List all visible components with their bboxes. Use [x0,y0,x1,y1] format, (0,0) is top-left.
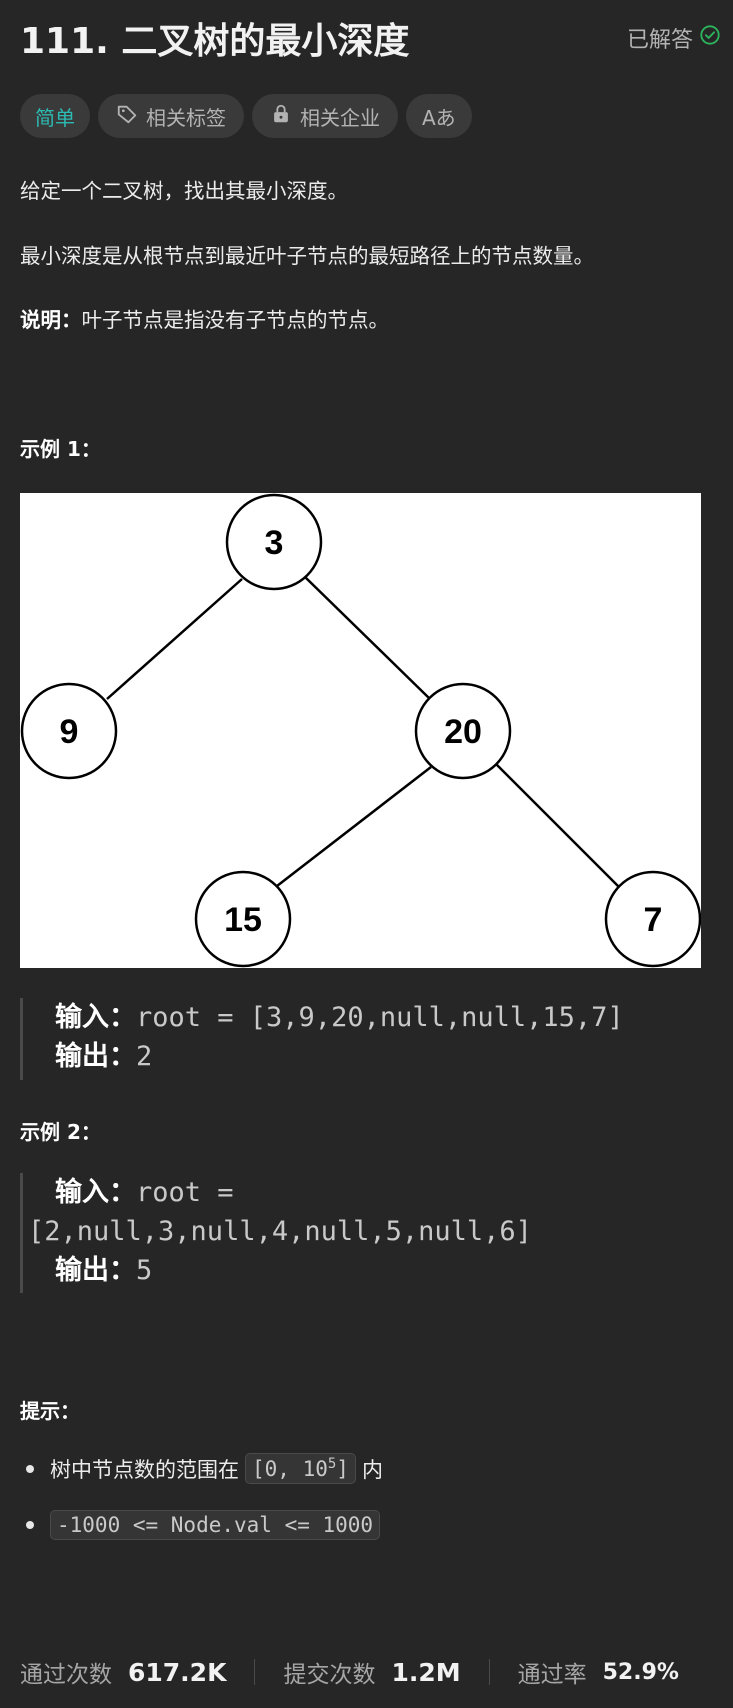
bullet-dot [26,1521,34,1529]
submissions-label: 提交次数 [283,1662,376,1688]
hint1-code: [0, 105] [245,1453,356,1484]
page-title: 111. 二叉树的最小深度 [20,21,410,62]
related-companies-label: 相关企业 [300,105,380,130]
tree-node-circle [414,682,512,780]
input-value-line2: [2,null,3,null,4,null,5,null,6] [28,1216,532,1247]
difficulty-badge[interactable]: 简单 [20,94,90,138]
hint1-prefix: 树中节点数的范围在 [50,1457,239,1482]
hint2-code: -1000 <= Node.val <= 1000 [50,1510,381,1540]
hint-item-1: 树中节点数的范围在 [0, 105] 内 [26,1453,383,1484]
hint-item-2: -1000 <= Node.val <= 1000 [26,1510,381,1540]
note-text: 叶子节点是指没有子节点的节点。 [81,308,390,332]
tree-node-label: 20 [444,713,482,751]
translate-icon: Aあ [422,105,456,130]
output-value: 2 [136,1041,153,1072]
tree-node-label: 7 [644,901,663,939]
input-label: 输入： [55,1002,136,1033]
lock-icon [270,103,292,130]
output-label: 输出： [55,1041,136,1072]
example2-input-cont: [2,null,3,null,4,null,5,null,6] [28,1212,532,1251]
bullet-dot [26,1464,34,1473]
tree-node-label: 9 [60,713,79,751]
example1-input: 输入：root = [3,9,20,null,null,15,7] [55,998,624,1037]
rate-value: 52.9% [602,1659,679,1685]
example1-io: 输入：root = [3,9,20,null,null,15,7] 输出：2 [20,998,624,1080]
example2-input: 输入：root = [55,1173,532,1212]
translate-button[interactable]: Aあ [406,94,472,138]
example2-heading: 示例 2： [20,1120,101,1144]
divider [254,1659,256,1685]
solved-label: 已解答 [626,28,693,53]
input-value-line1: root = [136,1177,234,1208]
example2-io: 输入：root = [2,null,3,null,4,null,5,null,6… [20,1173,532,1293]
example1-tree-image: 3 9 20 15 7 [20,493,702,968]
hints-heading: 提示： [20,1399,80,1423]
solved-status: 已解答 [627,22,721,54]
related-tags-label: 相关标签 [146,105,226,130]
divider [488,1659,490,1685]
edge-3-20 [304,576,431,700]
submissions-value: 1.2M [391,1657,461,1687]
description-note: 说明：叶子节点是指没有子节点的节点。 [20,303,389,333]
description-p2: 最小深度是从根节点到最近叶子节点的最短路径上的节点数量。 [20,244,594,268]
check-circle-icon [699,24,721,52]
accepted-label: 通过次数 [20,1662,112,1688]
tree-diagram: 3 9 20 15 7 [20,493,702,968]
tag-icon [116,103,138,130]
input-label: 输入： [55,1177,136,1208]
edge-20-7 [495,763,621,889]
tree-node-circle [20,682,118,780]
edge-20-15 [276,766,432,887]
description-p1: 给定一个二叉树，找出其最小深度。 [20,179,348,203]
tree-node-circle [194,870,292,968]
tag-bar: 简单 相关标签 相关企业 Aあ [20,94,472,138]
tree-node-circle [604,870,702,968]
input-value: root = [3,9,20,null,null,15,7] [136,1002,624,1033]
hint1-suffix: 内 [361,1457,383,1482]
stats-bar: 通过次数 617.2K 提交次数 1.2M 通过率 52.9% [20,1655,679,1689]
rate-label: 通过率 [517,1662,587,1688]
example2-output: 输出：5 [55,1251,532,1290]
example1-output: 输出：2 [55,1037,624,1076]
related-companies-button[interactable]: 相关企业 [252,94,398,138]
tree-node-circle [225,493,323,591]
tree-node-label: 3 [265,524,284,562]
related-tags-button[interactable]: 相关标签 [98,94,244,138]
accepted-value: 617.2K [128,1657,227,1687]
note-label: 说明： [20,308,82,332]
output-label: 输出： [55,1255,136,1286]
example1-heading: 示例 1： [20,437,101,461]
edge-3-9 [106,578,243,700]
output-value: 5 [136,1255,153,1286]
tree-node-label: 15 [224,901,262,939]
